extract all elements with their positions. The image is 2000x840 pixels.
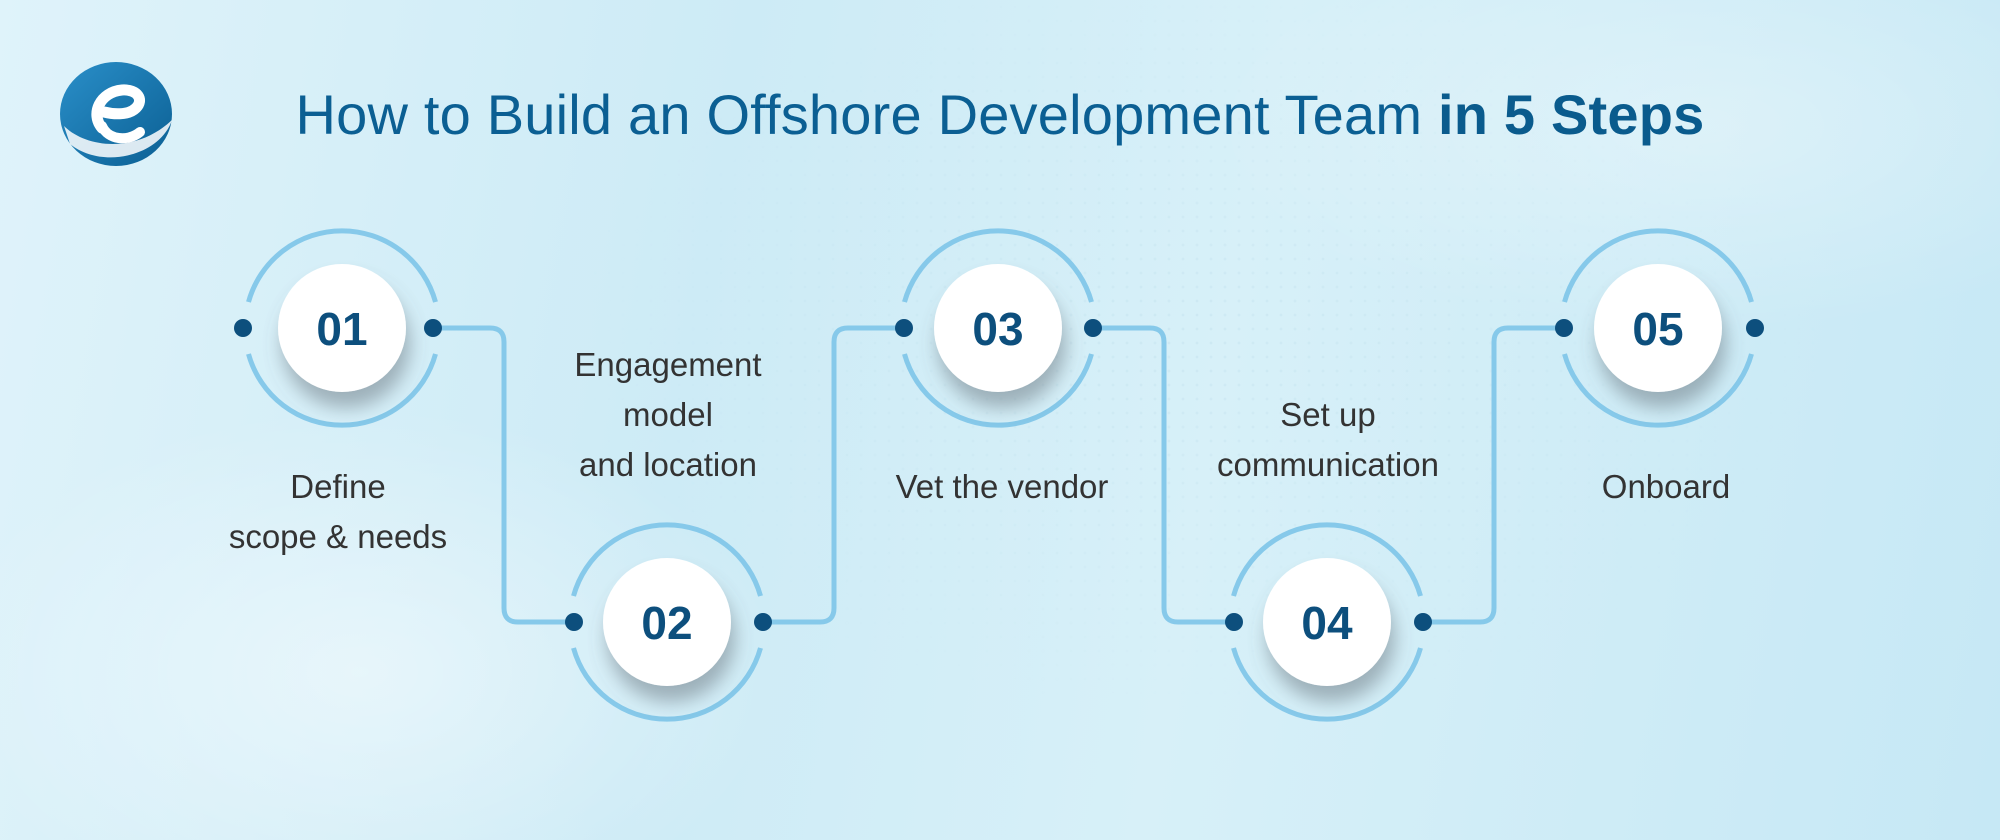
step-1-label: Define scope & needs (188, 462, 488, 562)
step-3-label: Vet the vendor (852, 462, 1152, 512)
step-1-label-line: Define (290, 468, 386, 505)
step-node-4: 04 (1225, 522, 1432, 722)
step-3-number: 03 (972, 303, 1023, 355)
step-4-number: 04 (1301, 597, 1353, 649)
step-3-label-line: Vet the vendor (895, 468, 1109, 505)
step-2-label-line: Engagement (574, 346, 762, 383)
connector-2-3 (763, 325, 904, 625)
step-5-label: Onboard (1516, 462, 1816, 512)
step-4-label: Set up communication (1178, 390, 1478, 490)
step-4-label-line: Set up (1280, 396, 1376, 433)
connector-1-2 (433, 325, 574, 625)
title-bold: in 5 Steps (1437, 83, 1705, 146)
title-regular: How to Build an Offshore Development Tea… (295, 83, 1438, 146)
company-logo-icon (60, 62, 172, 166)
step-1-number: 01 (316, 303, 367, 355)
step-4-label-line: communication (1217, 446, 1439, 483)
step-2-label: Engagement model and location (518, 340, 818, 490)
step-5-label-line: Onboard (1601, 468, 1731, 505)
step-node-1: 01 (234, 228, 442, 428)
step-node-3: 03 (895, 228, 1102, 428)
step-node-2: 02 (565, 522, 772, 722)
connector-3-4 (1093, 325, 1234, 625)
step-2-number: 02 (641, 597, 692, 649)
step-2-label-line: model (623, 396, 713, 433)
step-5-number: 05 (1632, 303, 1683, 355)
step-1-label-line: scope & needs (228, 518, 448, 555)
page-title: How to Build an Offshore Development Tea… (0, 80, 2000, 150)
step-2-label-line: and location (579, 446, 757, 483)
step-node-5: 05 (1555, 228, 1764, 428)
connector-4-5 (1423, 325, 1564, 625)
